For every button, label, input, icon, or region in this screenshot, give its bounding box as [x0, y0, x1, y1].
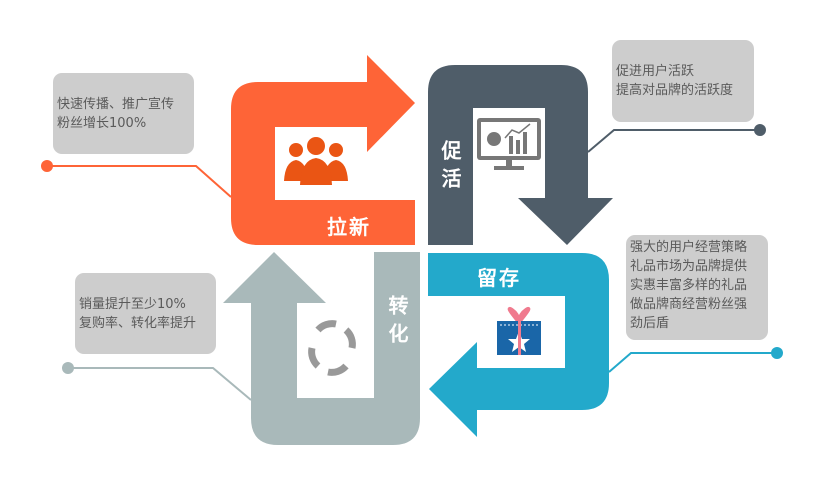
note-acquire: 快速传播、推广宣传 粉丝增长100%	[53, 73, 194, 154]
refresh-cycle-icon	[308, 320, 356, 376]
connector-retain	[608, 347, 783, 373]
connector-acquire	[41, 160, 232, 198]
note-line: 粉丝增长100%	[57, 116, 147, 131]
note-line: 促进用户活跃	[616, 64, 695, 79]
gift-icon	[497, 306, 541, 355]
activate-arrow	[428, 65, 613, 245]
connector-convert	[62, 362, 252, 401]
note-line: 销量提升至少10%	[79, 297, 186, 312]
note-line: 劲后盾	[630, 316, 670, 331]
stage-label-convert: 转化	[385, 295, 409, 351]
note-line: 提高对品牌的活跃度	[616, 83, 734, 98]
monitor-chart-icon	[477, 118, 541, 170]
note-line: 复购率、转化率提升	[79, 316, 197, 331]
note-line: 礼品市场为品牌提供	[630, 259, 748, 274]
acquire-arrow	[231, 55, 415, 245]
note-convert: 销量提升至少10% 复购率、转化率提升	[75, 273, 216, 354]
stage-label-retain: 留存	[477, 266, 521, 290]
convert-arrow	[223, 252, 420, 445]
note-line: 强大的用户经营策略	[630, 240, 748, 255]
stage-label-activate: 促活	[438, 140, 462, 196]
note-line: 快速传播、推广宣传	[57, 97, 175, 112]
note-retain: 强大的用户经营策略 礼品市场为品牌提供 实惠丰富多样的礼品 做品牌商经营粉丝强 …	[626, 235, 768, 340]
connector-activate	[587, 124, 766, 153]
retain-arrow	[428, 253, 609, 437]
users-icon	[284, 137, 348, 185]
note-line: 实惠丰富多样的礼品	[630, 278, 748, 293]
stage-label-acquire: 拉新	[327, 215, 371, 239]
note-activate: 促进用户活跃 提高对品牌的活跃度	[612, 40, 754, 122]
note-line: 做品牌商经营粉丝强	[630, 297, 748, 312]
